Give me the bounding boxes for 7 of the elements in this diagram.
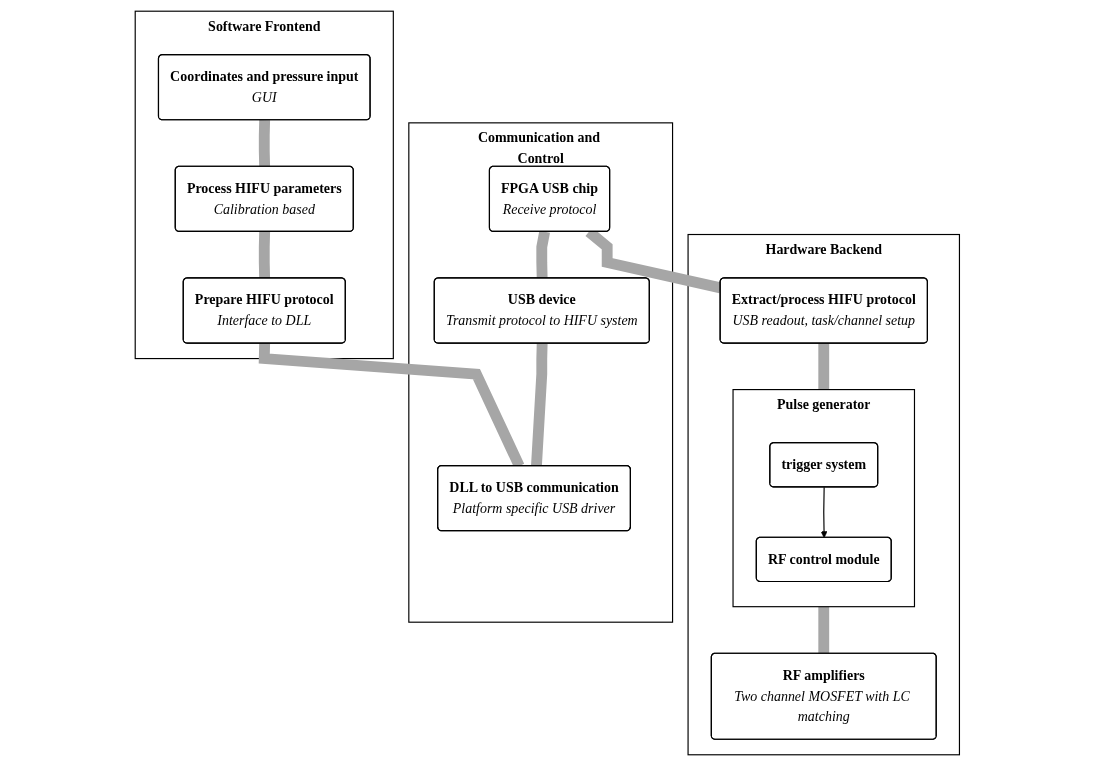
connector	[818, 343, 829, 390]
connector	[258, 120, 270, 167]
connector	[258, 231, 270, 279]
connector	[530, 343, 548, 467]
connector	[818, 606, 829, 654]
arrow	[820, 486, 828, 538]
connector	[536, 230, 550, 279]
